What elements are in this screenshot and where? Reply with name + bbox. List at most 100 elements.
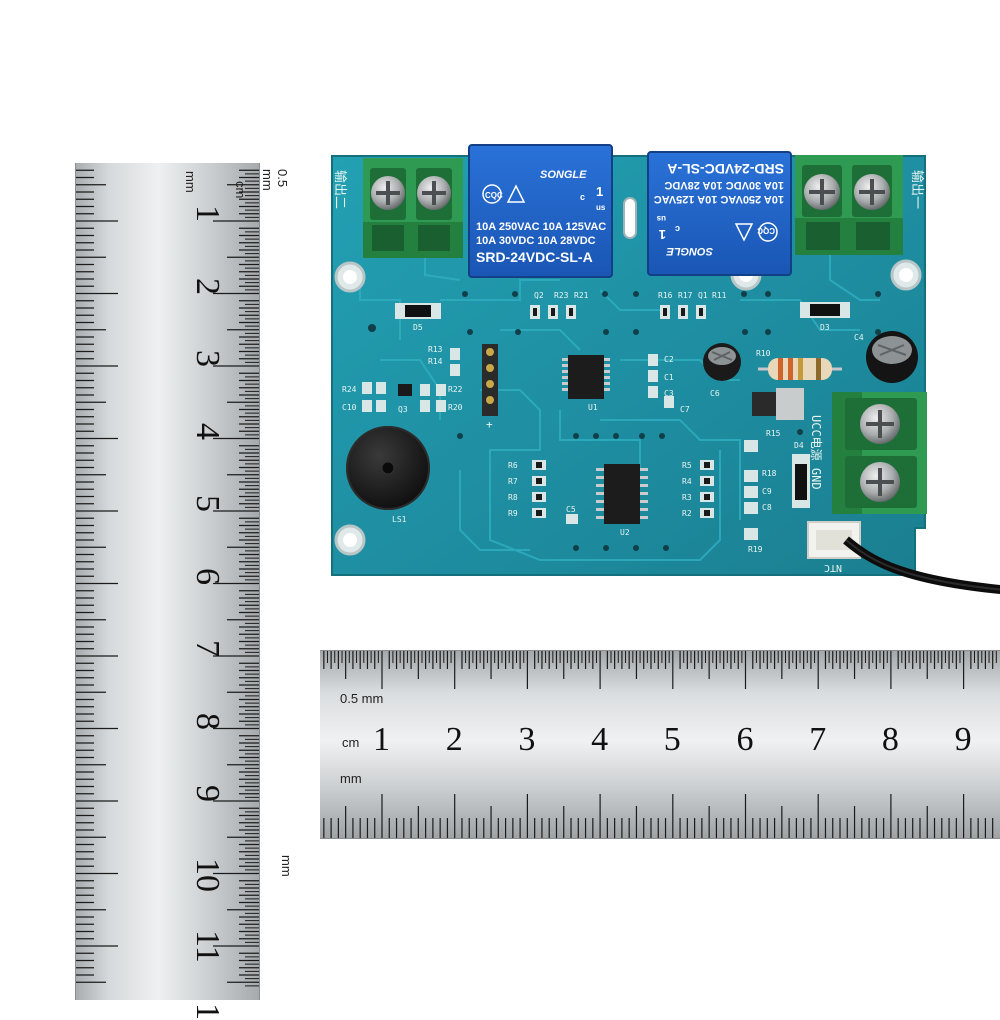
ref-r16: R16 — [658, 291, 673, 300]
relay-right-us-mark: us — [656, 214, 666, 223]
ref-q1: Q1 — [698, 291, 708, 300]
ref-r4: R4 — [682, 477, 692, 486]
relay-left-model: SRD-24VDC-SL-A — [476, 249, 593, 265]
horizontal-ruler-unit-half-mm: 0.5 mm — [340, 691, 384, 706]
left-terminal-block — [363, 158, 463, 258]
ref-d5: D5 — [413, 323, 423, 332]
relay-right-brand: SONGLE — [666, 245, 713, 257]
resistor-r10 — [758, 358, 842, 380]
buzzer-ls1 — [346, 426, 430, 510]
ref-r3: R3 — [682, 493, 692, 502]
ntc-connector — [807, 521, 861, 559]
ref-ls1: LS1 — [392, 515, 407, 524]
horizontal-ruler-ticks — [323, 651, 997, 838]
right-terminal-block — [795, 155, 903, 255]
ref-c5: C5 — [566, 505, 576, 514]
ref-r24: R24 — [342, 385, 357, 394]
ref-r11: R11 — [712, 291, 727, 300]
ref-r20: R20 — [448, 403, 463, 412]
ref-c7: C7 — [680, 405, 690, 414]
horizontal-ruler-number: 9 — [954, 721, 972, 758]
relay-right-rating-2: 10A 30VDC 10A 28VDC — [664, 179, 784, 191]
board-slot — [623, 197, 637, 239]
vertical-ruler-number: 1 — [189, 1002, 226, 1020]
relay-left-cqc: CQC — [485, 191, 503, 200]
ref-r7: R7 — [508, 477, 518, 486]
horizontal-ruler-number: 1 — [373, 721, 390, 758]
ic-u1 — [562, 355, 610, 399]
ref-r2: R2 — [682, 509, 692, 518]
ref-c9: C9 — [762, 487, 772, 496]
ref-d3: D3 — [820, 323, 830, 332]
relay-left-rating-2: 10A 30VDC 10A 28VDC — [476, 235, 596, 247]
ref-d4: D4 — [794, 441, 804, 450]
relay-left-1-mark: 1 — [596, 184, 603, 199]
pin-header — [482, 344, 498, 416]
ref-u2: U2 — [620, 528, 630, 537]
horizontal-ruler-unit-cm: cm — [342, 735, 360, 750]
horizontal-ruler-number: 8 — [881, 721, 899, 758]
regulator — [752, 388, 804, 420]
ref-r23: R23 — [554, 291, 569, 300]
left-output-label: 输出二 — [332, 170, 348, 209]
ref-c10: C10 — [342, 403, 357, 412]
ref-r14: R14 — [428, 357, 443, 366]
ref-r15: R15 — [766, 429, 781, 438]
horizontal-ruler-number: 4 — [591, 721, 609, 758]
vias — [368, 291, 881, 551]
relay-left-rating-1: 10A 250VAC 10A 125VAC — [476, 221, 606, 233]
ref-r5: R5 — [682, 461, 692, 470]
relay-left: SONGLE CQC c 1 us 10A 250VAC 10A 125VAC … — [468, 144, 613, 278]
ref-c1: C1 — [664, 373, 674, 382]
power-terminal-block — [832, 392, 927, 514]
horizontal-ruler: 0.5 mm cm mm 1 2 3 4 5 6 7 8 9 — [320, 650, 1000, 839]
horizontal-ruler-number: 2 — [445, 721, 463, 758]
diode-d5 — [395, 303, 441, 319]
ref-plus: + — [486, 418, 493, 431]
relay-right-model: SRD-24VDC-SL-A — [667, 161, 784, 177]
smd-dark-parts — [398, 308, 710, 516]
relay-left-c-mark: c — [580, 192, 585, 202]
diode-d4 — [792, 454, 810, 508]
ref-r17: R17 — [678, 291, 693, 300]
ref-r6: R6 — [508, 461, 518, 470]
power-label: UCC电源 GND — [809, 415, 823, 490]
ref-r18: R18 — [762, 469, 777, 478]
capacitor-c4 — [866, 331, 918, 383]
diode-d3 — [800, 302, 850, 318]
ref-r21: R21 — [574, 291, 589, 300]
relay-right-rating-1: 10A 250VAC 10A 125VAC — [654, 193, 784, 205]
relay-left-brand: SONGLE — [540, 169, 587, 181]
horizontal-ruler-number: 7 — [809, 721, 827, 758]
horizontal-ruler-number: 5 — [663, 721, 681, 758]
relay-left-us-mark: us — [596, 203, 606, 212]
ref-c2: C2 — [664, 355, 674, 364]
horizontal-ruler-number: 6 — [736, 721, 754, 758]
ref-r8: R8 — [508, 493, 518, 502]
ref-u1: U1 — [588, 403, 598, 412]
vertical-ruler-ticks — [76, 169, 259, 987]
ref-r10: R10 — [756, 349, 771, 358]
ref-r13: R13 — [428, 345, 443, 354]
ic-u2 — [596, 464, 648, 524]
relay-right-c-mark: c — [675, 224, 680, 234]
reference-labels: D5 Q2 R23 R21 R16 R17 Q1 R11 D3 R13 R14 … — [342, 291, 864, 554]
ref-r22: R22 — [448, 385, 463, 394]
relay-right-1-mark: 1 — [659, 227, 666, 242]
ref-c3: C3 — [664, 389, 674, 398]
horizontal-ruler-number: 3 — [518, 721, 536, 758]
horizontal-ruler-unit-mm: mm — [340, 771, 362, 786]
ntc-label: NTC — [824, 562, 842, 573]
ref-c6: C6 — [710, 389, 720, 398]
ref-r9: R9 — [508, 509, 518, 518]
right-output-label: 输出一 — [909, 170, 925, 209]
ref-q3: Q3 — [398, 405, 408, 414]
relay-right: SONGLE CQC c 1 us 10A 250VAC 10A 125VAC … — [647, 151, 792, 276]
ref-c4: C4 — [854, 333, 864, 342]
capacitor-c6 — [703, 343, 741, 381]
ref-c8: C8 — [762, 503, 772, 512]
ref-r19: R19 — [748, 545, 763, 554]
relay-right-cqc: CQC — [757, 226, 775, 235]
